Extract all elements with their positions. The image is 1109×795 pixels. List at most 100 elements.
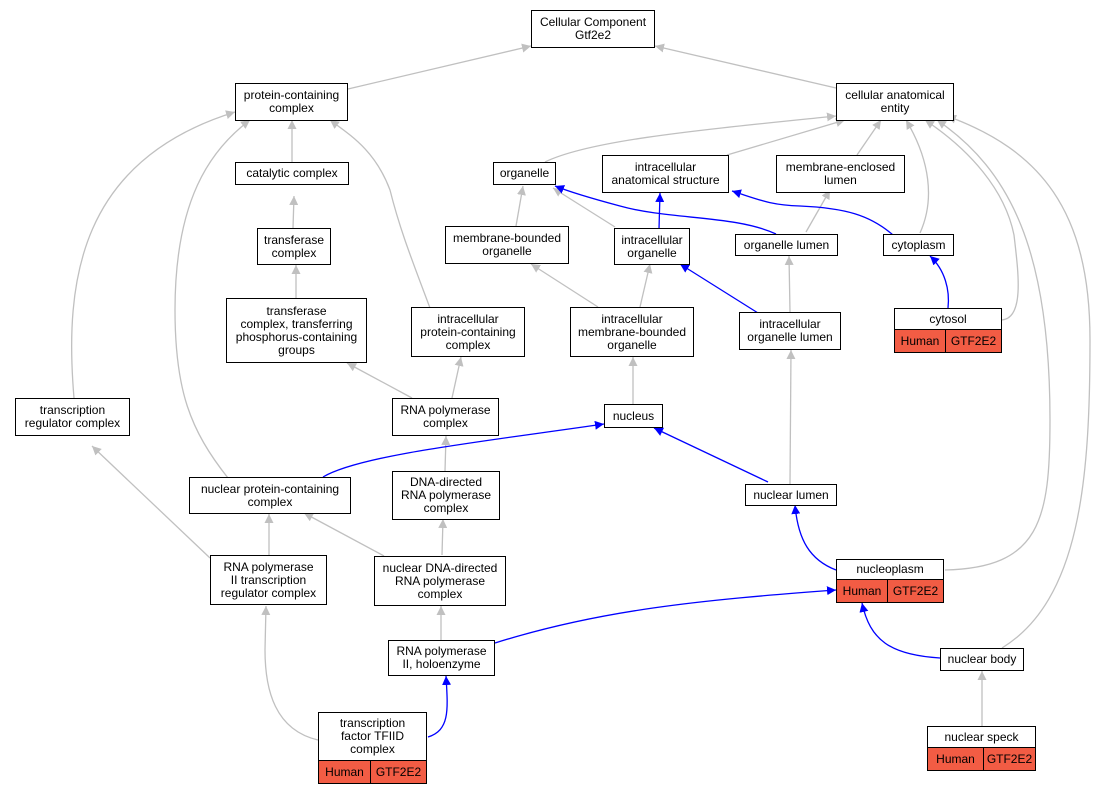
- node-organelle[interactable]: organelle: [493, 162, 556, 185]
- node-intracellular-protein-containing-complex[interactable]: intracellular protein-containing complex: [411, 307, 525, 357]
- node-nuclear-body[interactable]: nuclear body: [940, 648, 1024, 671]
- species-label: Human: [842, 583, 882, 598]
- node-label: organelle: [499, 166, 550, 180]
- edge-is-a: [329, 119, 431, 309]
- node-label: nuclear DNA-directed RNA polymerase comp…: [382, 560, 498, 601]
- node-transcription-regulator-complex[interactable]: transcription regulator complex: [15, 398, 130, 436]
- species-label: Human: [900, 333, 940, 348]
- node-label: organelle lumen: [743, 237, 830, 252]
- edge-part-of: [554, 185, 777, 235]
- edge-is-a: [261, 605, 319, 741]
- edge-is-a: [786, 349, 796, 485]
- node-nuclear-dna-directed-rna-polymerase-complex[interactable]: nuclear DNA-directed RNA polymerase comp…: [374, 556, 506, 606]
- node-label: cellular anatomical entity: [845, 88, 945, 115]
- edge-is-a: [438, 518, 448, 556]
- edge-is-a: [552, 187, 616, 228]
- node-label: DNA-directed RNA polymerase complex: [400, 475, 492, 515]
- node-membrane-bounded-organelle[interactable]: membrane-bounded organelle: [445, 226, 569, 264]
- node-transferase-complex[interactable]: transferase complex: [257, 228, 331, 265]
- edge-part-of: [494, 586, 837, 644]
- edge-part-of: [731, 189, 894, 236]
- node-cytoplasm[interactable]: cytoplasm: [883, 234, 954, 256]
- edge-is-a: [936, 119, 1051, 571]
- node-label: protein-containing complex: [243, 88, 340, 115]
- node-protein-containing-complex[interactable]: protein-containing complex: [235, 83, 348, 121]
- edge-part-of: [679, 263, 759, 314]
- node-label: intracellular membrane-bounded organelle: [577, 311, 687, 352]
- node-label: transferase complex: [263, 232, 325, 260]
- edge-part-of: [791, 504, 837, 571]
- edge-is-a: [451, 356, 464, 399]
- node-label: transcription factor TFIID complex: [339, 716, 406, 756]
- node-label: nucleus: [612, 408, 655, 423]
- node-transferase-complex-phospho[interactable]: transferase complex, transferring phosph…: [226, 298, 367, 363]
- node-label: RNA polymerase II transcription regulato…: [220, 559, 317, 600]
- node-nuclear-protein-containing-complex[interactable]: nuclear protein-containing complex: [189, 477, 351, 514]
- edge-is-a: [654, 43, 837, 89]
- node-label: catalytic complex: [246, 166, 338, 180]
- node-intracellular-organelle[interactable]: intracellular organelle: [614, 228, 690, 265]
- edge-is-a: [70, 110, 236, 399]
- node-label: RNA polymerase II, holoenzyme: [396, 644, 487, 671]
- edge-is-a: [544, 112, 837, 163]
- species-label: Human: [325, 764, 364, 779]
- node-rna-pol-ii-transcription-regulator-complex[interactable]: RNA polymerase II transcription regulato…: [210, 555, 327, 605]
- node-label: nucleoplasm: [856, 562, 924, 576]
- edge-part-of: [655, 192, 665, 230]
- edge-is-a: [946, 114, 1091, 649]
- node-rna-polymerase-complex[interactable]: RNA polymerase complex: [392, 398, 499, 436]
- node-label: transcription regulator complex: [24, 403, 121, 430]
- gene-label: GTF2E2: [370, 761, 426, 783]
- edge-is-a: [639, 263, 653, 308]
- edge-part-of: [322, 420, 605, 478]
- edge-is-a: [905, 119, 930, 234]
- node-intracellular-anatomical-structure[interactable]: intracellular anatomical structure: [602, 155, 729, 193]
- node-label: membrane-bounded organelle: [452, 231, 562, 258]
- node-root[interactable]: Cellular Component Gtf2e2: [531, 10, 655, 48]
- annotation-row: Human GTF2E2: [319, 760, 426, 783]
- edge-part-of: [859, 602, 941, 659]
- edge-is-a: [91, 445, 211, 559]
- node-rna-pol-ii-holoenzyme[interactable]: RNA polymerase II, holoenzyme: [388, 640, 495, 676]
- node-intracellular-organelle-lumen[interactable]: intracellular organelle lumen: [739, 312, 841, 350]
- edge-is-a: [530, 263, 599, 308]
- node-intracellular-membrane-bounded-organelle[interactable]: intracellular membrane-bounded organelle: [570, 307, 694, 357]
- annotation-row: Human GTF2E2: [928, 747, 1035, 770]
- node-membrane-enclosed-lumen[interactable]: membrane-enclosed lumen: [776, 155, 905, 193]
- node-label: intracellular anatomical structure: [611, 160, 720, 187]
- node-label: intracellular protein-containing complex: [420, 311, 516, 352]
- edge-is-a: [856, 119, 882, 156]
- edge-is-a: [346, 362, 413, 399]
- edge-is-a: [441, 435, 451, 472]
- node-label: nuclear speck: [944, 729, 1019, 744]
- node-label: RNA polymerase complex: [400, 403, 491, 430]
- gene-label: GTF2E2: [983, 748, 1035, 770]
- node-label: Cellular Component Gtf2e2: [539, 15, 647, 42]
- node-nucleus[interactable]: nucleus: [604, 404, 663, 428]
- edge-is-a: [174, 119, 251, 479]
- edge-is-a: [726, 118, 846, 156]
- node-nuclear-lumen[interactable]: nuclear lumen: [745, 484, 837, 506]
- species-label: Human: [936, 751, 975, 766]
- node-label: nuclear lumen: [753, 487, 829, 502]
- node-label: intracellular organelle: [621, 232, 683, 260]
- gene-label: GTF2E2: [945, 330, 1001, 352]
- node-organelle-lumen[interactable]: organelle lumen: [735, 234, 838, 256]
- node-label: cytosol: [929, 311, 967, 326]
- edge-is-a: [303, 512, 385, 557]
- node-cellular-anatomical-entity[interactable]: cellular anatomical entity: [836, 83, 954, 121]
- node-label: intracellular organelle lumen: [747, 317, 833, 344]
- node-catalytic-complex[interactable]: catalytic complex: [235, 162, 349, 185]
- node-label: nuclear protein-containing complex: [200, 481, 340, 509]
- edge-is-a: [805, 189, 831, 233]
- node-label: cytoplasm: [891, 237, 946, 252]
- edge-is-a: [784, 255, 794, 313]
- node-dna-directed-rna-polymerase-complex[interactable]: DNA-directed RNA polymerase complex: [392, 471, 500, 520]
